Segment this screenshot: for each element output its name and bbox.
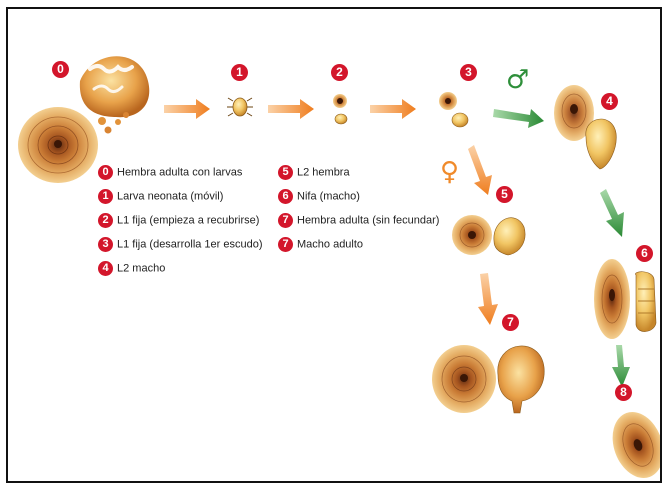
legend-item: 2 L1 fija (empieza a recubrirse): [98, 213, 259, 228]
legend-text: L1 fija (desarrolla 1er escudo): [117, 238, 263, 251]
stage-2-illustration: [333, 94, 348, 125]
legend-number: 7: [278, 213, 293, 228]
legend-item: 0 Hembra adulta con larvas: [98, 165, 242, 180]
legend-number: 2: [98, 213, 113, 228]
legend-text: L2 hembra: [297, 166, 350, 179]
green-arrow-3: [612, 345, 630, 387]
badge-stage-6: 6: [636, 245, 653, 262]
stage-8-illustration: [612, 412, 660, 478]
orange-arrow-2: [268, 99, 314, 119]
badge-stage-1: 1: [231, 64, 248, 81]
badge-stage-4: 4: [601, 93, 618, 110]
badge-stage-2: 2: [331, 64, 348, 81]
legend-item: 5 L2 hembra: [278, 165, 350, 180]
stage-0-illustration: [18, 56, 150, 183]
badge-stage-3: 3: [460, 64, 477, 81]
legend-text: Macho adulto: [297, 238, 364, 251]
legend-item: 7 Hembra adulta (sin fecundar): [278, 213, 439, 228]
orange-arrow-3: [370, 99, 416, 119]
stage-4-illustration: [554, 85, 617, 170]
legend-text: Hembra adulta con larvas: [117, 166, 243, 179]
legend-number: 3: [98, 237, 113, 252]
legend-item: 7 Macho adulto: [278, 237, 363, 252]
legend-text: Larva neonata (móvil): [117, 190, 224, 203]
male-symbol: ♂: [506, 65, 530, 95]
legend-text: Hembra adulta (sin fecundar): [297, 214, 440, 227]
badge-stage-7: 7: [502, 314, 519, 331]
stage-3-illustration: [439, 92, 469, 128]
legend-text: L2 macho: [117, 262, 166, 275]
legend-number: 0: [98, 165, 113, 180]
badge-stage-8: 8: [615, 384, 632, 401]
legend-number: 7: [278, 237, 293, 252]
badge-stage-0: 0: [52, 61, 69, 78]
legend-number: 6: [278, 189, 293, 204]
illustration-layer: [18, 56, 660, 478]
legend-item: 4 L2 macho: [98, 261, 165, 276]
legend-text: Nifa (macho): [297, 190, 360, 203]
orange-arrow-4: [468, 145, 492, 195]
legend-number: 4: [98, 261, 113, 276]
female-symbol: ♀: [440, 157, 460, 187]
green-arrow-2: [600, 189, 624, 237]
legend-text: L1 fija (empieza a recubrirse): [117, 214, 260, 227]
green-arrow-1: [493, 109, 544, 128]
badge-stage-5: 5: [496, 186, 513, 203]
stage-6-illustration: [594, 259, 657, 339]
orange-arrow-5: [478, 273, 498, 325]
orange-arrow-1: [164, 99, 210, 119]
legend-item: 3 L1 fija (desarrolla 1er escudo): [98, 237, 263, 252]
legend-item: 6 Nifa (macho): [278, 189, 360, 204]
legend-item: 1 Larva neonata (móvil): [98, 189, 223, 204]
legend-number: 1: [98, 189, 113, 204]
stage-5-illustration: [452, 215, 526, 256]
legend-number: 5: [278, 165, 293, 180]
stage-7-illustration: [432, 345, 545, 414]
stage-1-illustration: [227, 97, 253, 117]
